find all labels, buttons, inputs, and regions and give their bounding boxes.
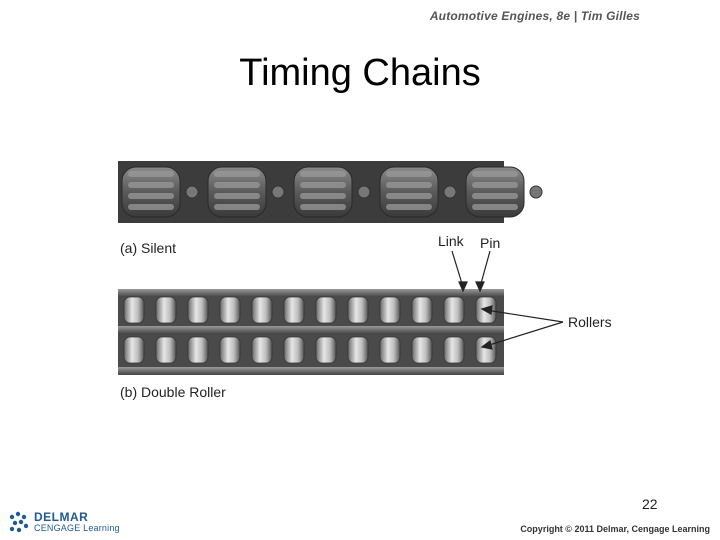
roller <box>443 336 465 364</box>
roller <box>379 296 401 324</box>
silent-link-tooth <box>300 193 346 199</box>
silent-link-tooth <box>386 204 432 210</box>
silent-link-tooth <box>472 204 518 210</box>
roller <box>123 296 145 324</box>
roller <box>155 336 177 364</box>
roller <box>411 336 433 364</box>
copyright-notice: Copyright © 2011 Delmar, Cengage Learnin… <box>520 524 710 534</box>
roller <box>443 296 465 324</box>
roller <box>379 336 401 364</box>
roller <box>283 296 305 324</box>
silent-link-tooth <box>214 182 260 188</box>
roller <box>123 336 145 364</box>
roller <box>155 296 177 324</box>
silent-link-tooth <box>128 171 174 177</box>
silent-link-pin <box>443 185 457 199</box>
roller <box>283 336 305 364</box>
silent-link-tooth <box>214 171 260 177</box>
silent-link-pin <box>357 185 371 199</box>
page-number: 22 <box>642 496 658 512</box>
figure-label-double-roller: (b) Double Roller <box>120 384 226 400</box>
silent-chain <box>118 161 543 223</box>
roller <box>475 336 497 364</box>
logo-subtitle: CENGAGE Learning <box>34 523 120 533</box>
silent-link-tooth <box>386 182 432 188</box>
timing-chain-figure: (a) Silent (b) Double Roller Link Pin Ro… <box>118 155 638 415</box>
callout-arrows <box>451 250 564 350</box>
logo-name: DELMAR <box>34 510 89 524</box>
roller <box>411 296 433 324</box>
roller <box>219 336 241 364</box>
roller <box>315 336 337 364</box>
callout-link: Link <box>438 233 464 249</box>
silent-link-pin <box>271 185 285 199</box>
figure-label-silent: (a) Silent <box>120 240 177 256</box>
silent-link-tooth <box>128 182 174 188</box>
delmar-logo-icon <box>9 511 29 533</box>
roller <box>251 296 273 324</box>
roller <box>187 296 209 324</box>
publisher-logo: DELMAR CENGAGE Learning <box>8 510 128 536</box>
silent-link-tooth <box>214 193 260 199</box>
callout-pin: Pin <box>480 235 501 251</box>
roller <box>347 336 369 364</box>
roller <box>347 296 369 324</box>
silent-link-tooth <box>300 204 346 210</box>
book-reference: Automotive Engines, 8e | Tim Gilles <box>429 9 640 23</box>
silent-link-tooth <box>300 171 346 177</box>
roller <box>315 296 337 324</box>
silent-link-pin <box>185 185 199 199</box>
silent-link-tooth <box>214 204 260 210</box>
callout-rollers: Rollers <box>568 314 612 330</box>
silent-link-tooth <box>128 204 174 210</box>
silent-link-tooth <box>472 171 518 177</box>
roller <box>187 336 209 364</box>
double-roller-chain <box>118 289 504 375</box>
silent-link-tooth <box>472 193 518 199</box>
silent-link-tooth <box>300 182 346 188</box>
silent-link-tooth <box>386 193 432 199</box>
silent-link-pin <box>529 185 543 199</box>
silent-link-tooth <box>472 182 518 188</box>
silent-link-tooth <box>128 193 174 199</box>
roller <box>219 296 241 324</box>
slide-title: Timing Chains <box>239 52 481 94</box>
silent-link-tooth <box>386 171 432 177</box>
chain-illustration <box>118 161 564 375</box>
roller <box>251 336 273 364</box>
